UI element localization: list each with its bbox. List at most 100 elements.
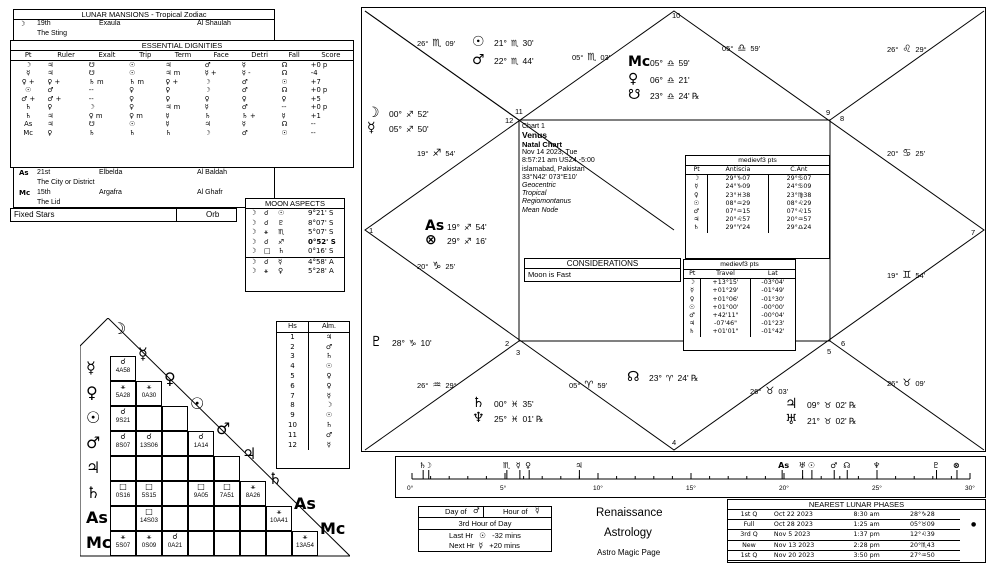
house-cusp: 05°♈59' bbox=[569, 380, 607, 391]
dignities-cell: -- bbox=[310, 120, 316, 128]
planet-sign-icon: ♎ bbox=[666, 59, 675, 69]
planet-minutes: 50' bbox=[417, 124, 429, 134]
mediev-cell: ☉ bbox=[684, 303, 701, 313]
almuten-row: 12☿ bbox=[277, 440, 349, 451]
planet-position: ♀06°♎21' bbox=[628, 71, 690, 87]
dignities-cell: ♀ + bbox=[47, 77, 61, 86]
grid-cell bbox=[188, 531, 214, 556]
lunar-phase-cell: 28°♑28 bbox=[909, 511, 935, 518]
wheel-lines bbox=[364, 10, 985, 451]
grid-planet-label: Mc bbox=[86, 533, 112, 552]
planet-icon: ☋ bbox=[628, 87, 641, 103]
planet-minutes: 30' bbox=[522, 38, 534, 48]
grid-aspect-orb: 13S06 bbox=[140, 442, 158, 449]
ruler-planet-mark: ♃ bbox=[575, 461, 583, 470]
grid-planet-label: ♃ bbox=[86, 458, 101, 477]
mediev-cell: +01°00' bbox=[700, 303, 752, 313]
lunar-phase-cell: Oct 22 2023 bbox=[773, 511, 813, 518]
chart-coords: 33°N42' 073°E10' bbox=[522, 173, 577, 181]
dignities-cell: ♄ bbox=[25, 111, 32, 120]
dignities-cell: ♃ m bbox=[165, 69, 181, 77]
grid-planet-label: ☿ bbox=[86, 358, 96, 377]
dignities-cell: ♀ m bbox=[88, 111, 103, 120]
grid-cell bbox=[214, 531, 240, 556]
planet-degree: 28° bbox=[392, 338, 405, 348]
grid-aspect-orb: 0A30 bbox=[141, 392, 157, 399]
antiscia-title: medievf3 pts bbox=[686, 156, 829, 166]
lunar-phase-cell: 27°♒50 bbox=[909, 551, 935, 559]
dignities-row: Mc♀♄♄♄☽♂☉-- bbox=[11, 129, 353, 138]
grid-cell: ⚹5S07 bbox=[110, 531, 136, 556]
dignities-cell: ☽ bbox=[88, 103, 95, 111]
cusp-sign-icon: ♊ bbox=[902, 270, 912, 281]
dignities-cell: ♄ m bbox=[88, 77, 104, 86]
cusp-minutes: 59' bbox=[750, 44, 761, 53]
grid-aspect-symbol: ☌ bbox=[120, 357, 126, 366]
travel-title: medievf3 pts bbox=[684, 260, 795, 270]
grid-planet-label: As bbox=[86, 508, 108, 527]
grid-aspect-symbol: ☌ bbox=[120, 432, 126, 441]
mediev-row: ♀+01°06'-01°30' bbox=[684, 295, 795, 304]
cusp-degree: 20° bbox=[887, 149, 899, 158]
dignities-header: Face bbox=[202, 51, 240, 61]
dignities-cell: ♀ bbox=[129, 86, 135, 94]
grid-cell: ☌4A58 bbox=[110, 356, 136, 381]
planet-sign-icon: ♈ bbox=[665, 374, 674, 384]
almuten-planet: ☿ bbox=[307, 440, 349, 451]
fixed-stars-panel[interactable]: Fixed Stars Orb bbox=[10, 208, 237, 222]
mediev-cell: -01°23' bbox=[761, 320, 785, 328]
mediev-cell: -03°04' bbox=[761, 279, 785, 287]
grid-cell bbox=[162, 506, 188, 531]
dignities-cell: ☉ bbox=[129, 69, 136, 77]
grid-cell bbox=[214, 456, 240, 481]
ruler-planet-mark: ☊ bbox=[843, 461, 851, 470]
planet-minutes: 24' ℞ bbox=[677, 373, 699, 383]
almuten-row: 6♀ bbox=[277, 381, 349, 392]
dignities-cell: +0 p bbox=[310, 86, 328, 94]
degree-ruler: 0°5°10°15°20°25°30°♄☽☿♀♏♃As♅☉♂☊♆♇⊗ bbox=[395, 456, 986, 498]
dignities-cell: +1 bbox=[310, 111, 321, 120]
dignities-cell: ☋ bbox=[88, 69, 95, 77]
planet-degree: 22° bbox=[494, 56, 507, 66]
planet-degree: 00° bbox=[389, 109, 402, 119]
planetary-hours-panel: Day of ♂ Hour of ☿ 3rd Hour of Day Last … bbox=[418, 506, 552, 552]
dignities-cell: ☿ bbox=[165, 120, 170, 128]
cusp-sign-icon: ♌ bbox=[902, 44, 912, 55]
planet-position: ♄00°♓35' bbox=[472, 395, 534, 411]
mediev-cell: 23°♓38 bbox=[707, 191, 770, 200]
lunar-mansions-panel: LUNAR MANSIONS - Tropical Zodiac ☽ 19th … bbox=[13, 9, 275, 41]
dignities-header: Term bbox=[163, 51, 203, 61]
house-number: 3 bbox=[290, 352, 295, 361]
grid-cell bbox=[266, 531, 292, 556]
planet-position: ☿05°♐50' bbox=[367, 120, 429, 136]
dignities-row: ♄♃♀ m♀ m☿♄♄ +☿+1 bbox=[11, 112, 353, 121]
planet-sign-icon: ♐ bbox=[405, 125, 414, 135]
planet-position: ♅21°♉02' ℞ bbox=[785, 412, 857, 428]
planet-degree: 00° bbox=[494, 399, 507, 409]
mediev-cell: 29°♑07 bbox=[707, 174, 770, 184]
house-number-label: 8 bbox=[840, 114, 845, 123]
dignities-header: Score bbox=[308, 51, 353, 61]
cusp-minutes: 03' bbox=[778, 387, 789, 396]
planet-icon: ♅ bbox=[785, 412, 798, 428]
cusp-minutes: 54' bbox=[445, 149, 456, 158]
last-hour-value: -32 mins bbox=[492, 531, 521, 540]
grid-planet-label: ♀ bbox=[86, 383, 98, 402]
ruler-planet-mark: ♆ bbox=[873, 461, 881, 470]
dignities-cell: ♂ bbox=[204, 60, 211, 69]
mansion-name: Argafra bbox=[99, 189, 122, 196]
moon-marker-icon: ● bbox=[971, 521, 977, 528]
mediev-cell: +13°15' bbox=[700, 278, 752, 288]
dignities-cell: ☋ bbox=[88, 60, 95, 69]
almuten-row: 5♀ bbox=[277, 371, 349, 382]
chart-time: 8:57:21 am USZ4 -5:00 bbox=[522, 157, 595, 165]
dignities-cell: ♂ bbox=[241, 77, 248, 86]
almuten-row: 11♂ bbox=[277, 430, 349, 441]
mansion-name: Exaula bbox=[99, 20, 121, 27]
next-hour-value: +20 mins bbox=[489, 541, 520, 550]
grid-aspect-orb: 8A26 bbox=[245, 492, 261, 499]
grid-aspect-symbol: □ bbox=[119, 482, 127, 491]
